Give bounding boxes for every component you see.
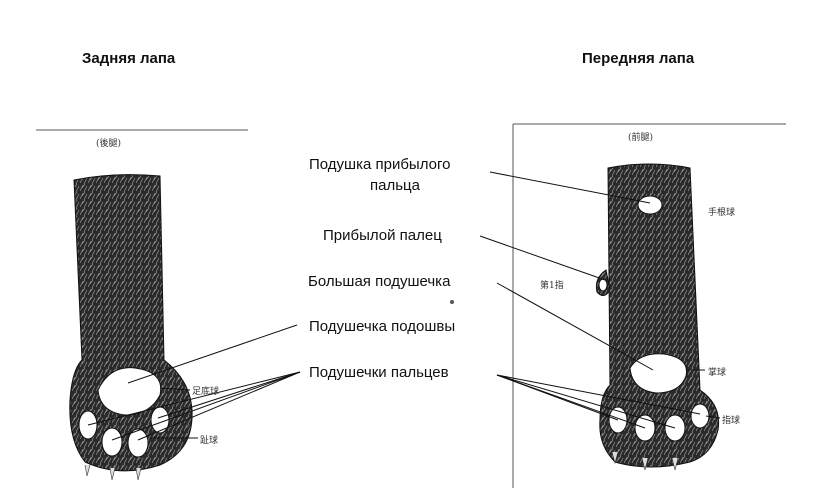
leader-toe-4 <box>157 371 301 419</box>
hind-paw-drawing <box>69 174 193 481</box>
cn-hind-toe: 趾球 <box>200 436 219 446</box>
leader-toe-1 <box>87 371 301 426</box>
label-toe-pads: Подушечки пальцев <box>309 364 449 381</box>
front-paw-drawing <box>595 163 720 471</box>
leader-sole-pad <box>127 324 298 384</box>
leader-toe-2 <box>111 371 301 441</box>
cn-hind-header: (後腿) <box>96 139 122 149</box>
label-sole-pad: Подушечка подошвы <box>309 318 456 335</box>
leader-carpal-pad <box>496 282 654 371</box>
cn-front-wrist: 手根球 <box>708 208 736 218</box>
cn-front-toe: 指球 <box>722 416 741 426</box>
leader-dewclaw <box>479 235 606 281</box>
leader-dewclaw-pad <box>489 171 651 204</box>
leader-front-toe-cn <box>705 415 721 419</box>
leader-toe-3 <box>137 371 301 441</box>
hind-paw-title: Задняя лапа <box>82 50 176 67</box>
label-dewclaw-pad-line1: Подушка прибылого <box>309 156 451 173</box>
front-paw-title: Передняя лапа <box>582 50 695 67</box>
cn-hind-sole: 足底球 <box>192 387 220 397</box>
cn-front-header: (前腿) <box>628 133 654 143</box>
label-dewclaw: Прибылой палец <box>323 227 442 244</box>
leader-toe-6 <box>496 374 646 429</box>
leader-toe-8 <box>496 374 701 415</box>
label-carpal-pad: Большая подушечка <box>308 273 451 290</box>
cn-front-first-digit: 第1指 <box>540 281 564 291</box>
leader-toe-7 <box>496 374 676 429</box>
stray-dot <box>450 300 454 304</box>
cn-front-palm: 掌球 <box>708 368 727 378</box>
label-dewclaw-pad-line2: пальца <box>370 177 420 194</box>
leader-lines <box>87 171 721 441</box>
leader-hind-sole-cn <box>159 387 191 391</box>
